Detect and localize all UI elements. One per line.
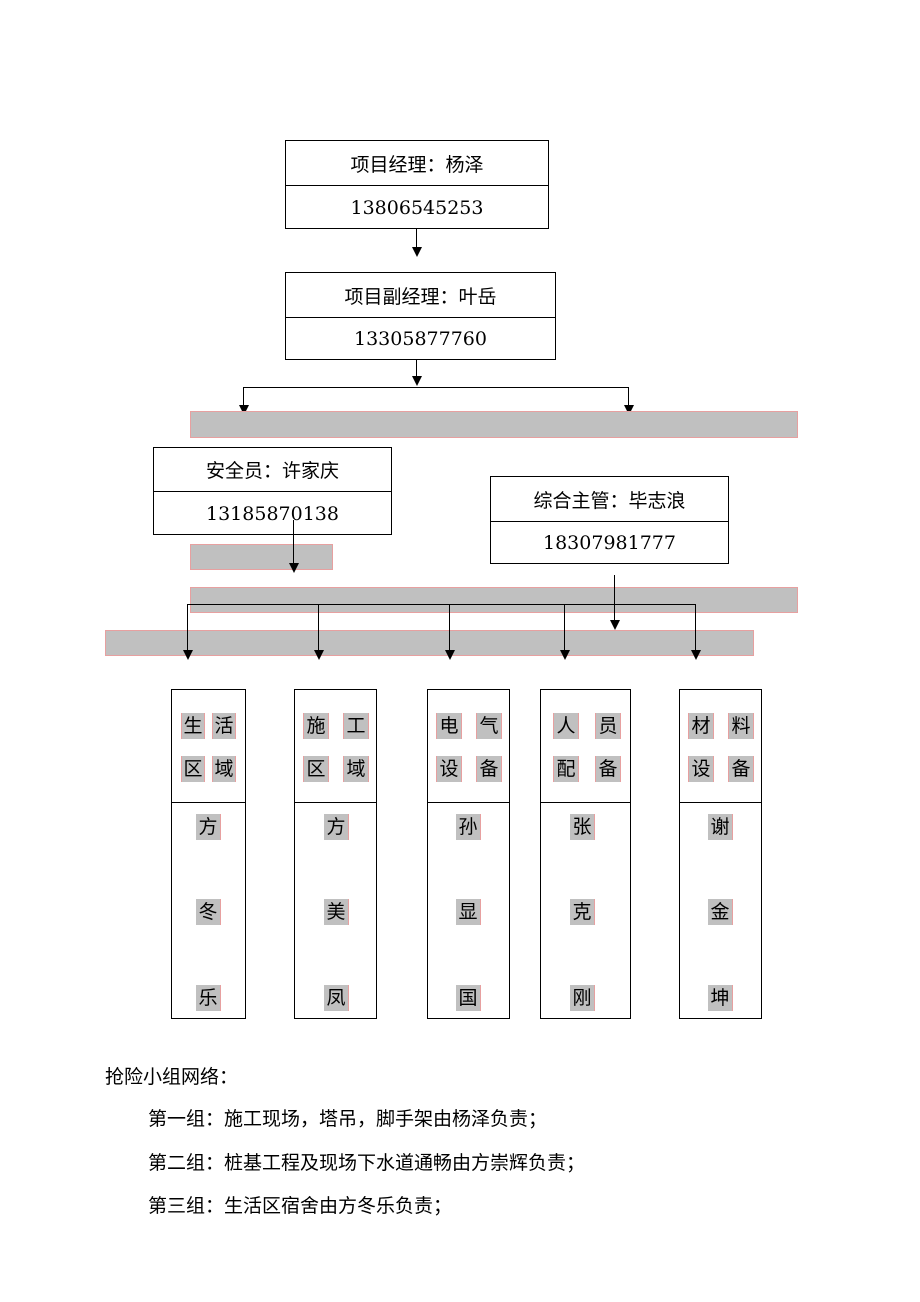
arrow-head: [445, 650, 455, 660]
team-column-2: 施 工 区 域 方 美 凤: [294, 689, 377, 1019]
team-title-char: 气: [476, 713, 502, 739]
safety-label: 安全员：许家庆: [205, 460, 339, 482]
team-divider: [295, 802, 376, 803]
arrow-head: [239, 405, 249, 415]
rescue-group-1: 第一组：施工现场，塔吊，脚手架由杨泽负责；: [148, 1108, 548, 1130]
connector-safety-down: [293, 520, 294, 564]
connector-team-4: [564, 604, 565, 650]
arrow-head: [610, 620, 620, 630]
rescue-group-3: 第三组：生活区宿舍由方冬乐负责；: [148, 1195, 453, 1217]
safety-divider: [154, 491, 391, 492]
team-title-char: 域: [212, 756, 236, 782]
team-person-char: 孙: [456, 814, 481, 840]
connector-team-3: [449, 604, 450, 650]
team-person-char: 冬: [196, 899, 221, 925]
connector-supervisor-down: [614, 575, 615, 621]
connector-team-1: [187, 604, 188, 650]
supervisor-phone: 18307981777: [543, 532, 676, 554]
highlight-band: [190, 411, 798, 438]
manager-phone: 13806545253: [350, 196, 484, 219]
team-person-char: 刚: [570, 985, 595, 1011]
team-title-char: 区: [181, 756, 205, 782]
team-person-char: 凤: [324, 985, 349, 1011]
team-column-5: 材 料 设 备 谢 金 坤: [679, 689, 762, 1019]
arrow-head: [183, 650, 193, 660]
team-person-char: 谢: [708, 814, 733, 840]
team-title-char: 员: [595, 713, 621, 739]
team-person-char: 方: [324, 814, 349, 840]
team-person-char: 美: [324, 899, 349, 925]
connector-branch-left: [243, 387, 244, 407]
connector-teams-horizontal: [187, 604, 695, 605]
team-divider: [541, 802, 630, 803]
team-divider: [680, 802, 761, 803]
safety-box: 安全员：许家庆 13185870138: [153, 447, 392, 535]
team-person-char: 方: [196, 814, 221, 840]
manager-box: 项目经理：杨泽 13806545253: [285, 140, 549, 229]
team-divider: [172, 802, 245, 803]
deputy-box: 项目副经理：叶岳 13305877760: [285, 272, 556, 360]
connector-branch-right: [628, 387, 629, 407]
connector-deputy-down: [416, 360, 417, 378]
highlight-band: [105, 630, 754, 656]
supervisor-box: 综合主管：毕志浪 18307981777: [490, 476, 729, 564]
arrow-head: [314, 650, 324, 660]
manager-divider: [286, 185, 548, 186]
team-person-char: 坤: [708, 985, 733, 1011]
team-person-char: 克: [570, 899, 595, 925]
arrow-head: [289, 563, 299, 573]
team-column-4: 人 员 配 备 张 克 刚: [540, 689, 631, 1019]
team-title-char: 料: [728, 713, 754, 739]
team-title-char: 设: [688, 756, 714, 782]
team-title-char: 材: [688, 713, 714, 739]
team-title-char: 电: [436, 713, 462, 739]
team-person-char: 国: [456, 985, 481, 1011]
team-title-char: 工: [343, 713, 369, 739]
team-title-char: 备: [595, 756, 621, 782]
connector-team-2: [318, 604, 319, 650]
arrow-head: [624, 405, 634, 415]
supervisor-label: 综合主管：毕志浪: [533, 489, 686, 512]
deputy-phone: 13305877760: [354, 328, 487, 350]
highlight-band: [190, 587, 798, 613]
team-column-1: 生 活 区 域 方 冬 乐: [171, 689, 246, 1019]
deputy-label: 项目副经理：叶岳: [344, 285, 497, 308]
arrow-head: [412, 376, 422, 386]
rescue-heading: 抢险小组网络：: [105, 1066, 239, 1088]
team-person-char: 张: [570, 814, 595, 840]
arrow-head: [691, 650, 701, 660]
team-title-char: 人: [553, 713, 579, 739]
team-title-char: 施: [303, 713, 329, 739]
rescue-group-2: 第二组：桩基工程及现场下水道通畅由方崇辉负责；: [148, 1152, 586, 1174]
team-title-char: 备: [476, 756, 502, 782]
connector-branch-horizontal: [243, 387, 629, 388]
team-title-char: 活: [212, 713, 236, 739]
highlight-band: [190, 544, 333, 570]
team-person-char: 显: [456, 899, 481, 925]
connector-manager-deputy: [416, 229, 417, 249]
arrow-head: [412, 247, 422, 257]
safety-phone: 13185870138: [206, 502, 339, 525]
team-title-char: 区: [303, 756, 329, 782]
supervisor-divider: [491, 521, 728, 522]
team-title-char: 域: [343, 756, 369, 782]
connector-team-5: [695, 604, 696, 650]
team-title-char: 配: [553, 756, 579, 782]
team-title-char: 备: [728, 756, 754, 782]
team-title-char: 设: [436, 756, 462, 782]
team-title-char: 生: [181, 713, 205, 739]
deputy-divider: [286, 317, 555, 318]
team-person-char: 金: [708, 899, 733, 925]
team-divider: [428, 802, 509, 803]
manager-label: 项目经理：杨泽: [350, 153, 484, 176]
team-person-char: 乐: [196, 985, 221, 1011]
arrow-head: [560, 650, 570, 660]
team-column-3: 电 气 设 备 孙 显 国: [427, 689, 510, 1019]
